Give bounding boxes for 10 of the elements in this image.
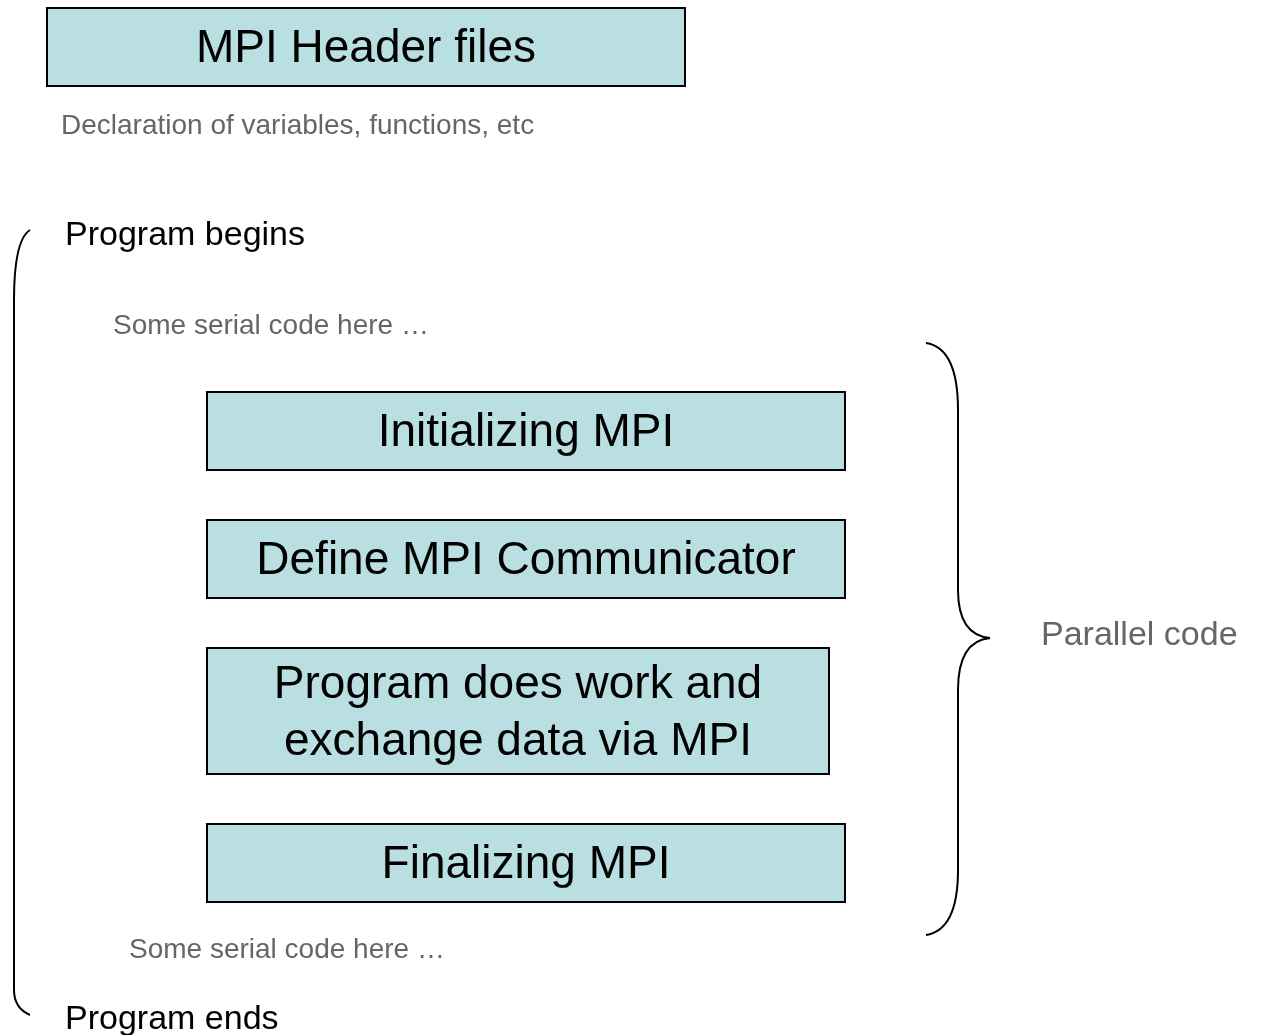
note-text: Some serial code here … bbox=[113, 308, 429, 342]
process-box: MPI Header files bbox=[46, 7, 686, 87]
process-box: Initializing MPI bbox=[206, 391, 846, 471]
note-text: Parallel code bbox=[1041, 613, 1238, 654]
process-box: Define MPI Communicator bbox=[206, 519, 846, 599]
note-text: Some serial code here … bbox=[129, 932, 445, 966]
section-label: Program begins bbox=[65, 213, 305, 254]
process-box: Finalizing MPI bbox=[206, 823, 846, 903]
description-text: Declaration of variables, functions, etc bbox=[61, 108, 535, 142]
process-box: Program does work and exchange data via MPI bbox=[206, 647, 830, 775]
